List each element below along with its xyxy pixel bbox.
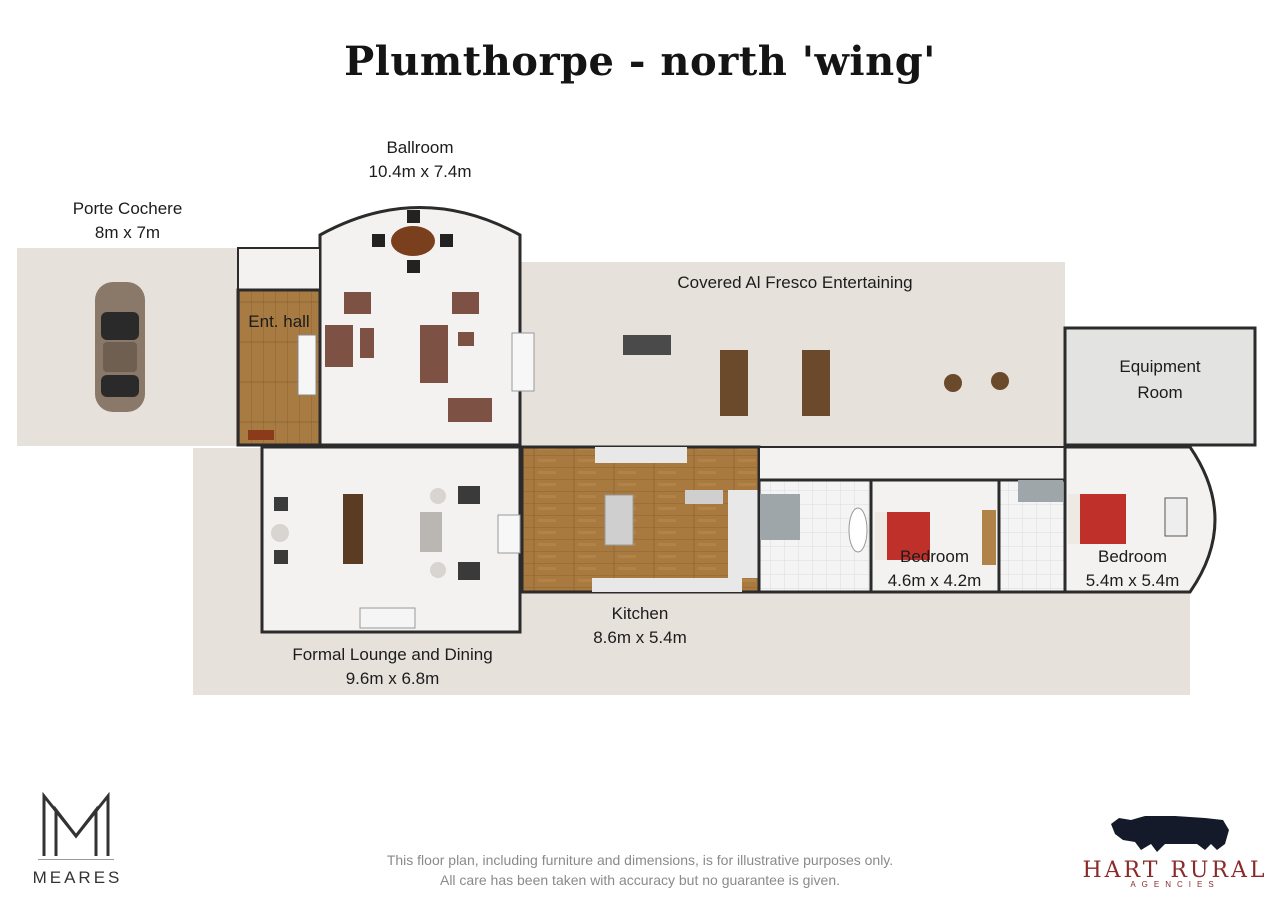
page-title: Plumthorpe - north 'wing'	[344, 38, 936, 85]
equipment-room-floor	[1063, 326, 1257, 447]
bull-logo-icon	[1111, 816, 1229, 852]
bedroom-2-label: Bedroom 5.4m x 5.4m	[1070, 545, 1195, 593]
alfresco-paving	[520, 262, 1065, 447]
agencies-logo-text: AGENCIES	[1130, 880, 1220, 889]
kitchen-name: Kitchen	[611, 604, 669, 623]
meares-logo-text: MEARES	[32, 868, 123, 887]
ent-hall-label: Ent. hall	[238, 310, 320, 334]
car-icon	[95, 282, 145, 412]
ent-hall-name: Ent. hall	[248, 312, 310, 331]
disclaimer-line-1: This floor plan, including furniture and…	[386, 852, 894, 868]
ballroom-label: Ballroom 10.4m x 7.4m	[320, 136, 520, 184]
porte-cochere-name: Porte Cochere	[72, 199, 183, 218]
formal-lounge-floor	[260, 445, 522, 634]
powder-room	[237, 247, 321, 291]
kitchen-label: Kitchen 8.6m x 5.4m	[555, 602, 725, 650]
porte-cochere-size: 8m x 7m	[94, 223, 161, 242]
bedroom-1-label: Bedroom 4.6m x 4.2m	[872, 545, 997, 593]
bedroom-1-size: 4.6m x 4.2m	[887, 571, 982, 590]
meares-logo-icon	[38, 791, 114, 860]
equipment-room-name-line1: Equipment	[1119, 357, 1201, 376]
disclaimer-line-2: All care has been taken with accuracy bu…	[439, 872, 841, 888]
equipment-room-label: Equipment Room	[1065, 354, 1255, 406]
disclaimer: This floor plan, including furniture and…	[0, 850, 1280, 890]
formal-lounge-name: Formal Lounge and Dining	[292, 645, 493, 664]
bedroom-2-name: Bedroom	[1098, 547, 1167, 566]
corridor	[758, 446, 1066, 481]
kitchen-floor	[520, 445, 761, 594]
kitchen-size: 8.6m x 5.4m	[593, 628, 687, 647]
formal-lounge-size: 9.6m x 6.8m	[345, 669, 440, 688]
formal-lounge-label: Formal Lounge and Dining 9.6m x 6.8m	[255, 643, 530, 691]
equipment-room-name-line2: Room	[1137, 383, 1183, 402]
alfresco-name: Covered Al Fresco Entertaining	[677, 273, 913, 292]
bedroom-1-name: Bedroom	[900, 547, 969, 566]
alfresco-label: Covered Al Fresco Entertaining	[600, 271, 990, 295]
bedroom-2-size: 5.4m x 5.4m	[1085, 571, 1180, 590]
ballroom-size: 10.4m x 7.4m	[368, 162, 472, 181]
bedroom-2-floor	[1063, 445, 1217, 594]
hart-rural-logo-text: HART RURAL	[1082, 858, 1268, 883]
porte-cochere-label: Porte Cochere 8m x 7m	[30, 197, 225, 245]
ballroom-name: Ballroom	[386, 138, 454, 157]
